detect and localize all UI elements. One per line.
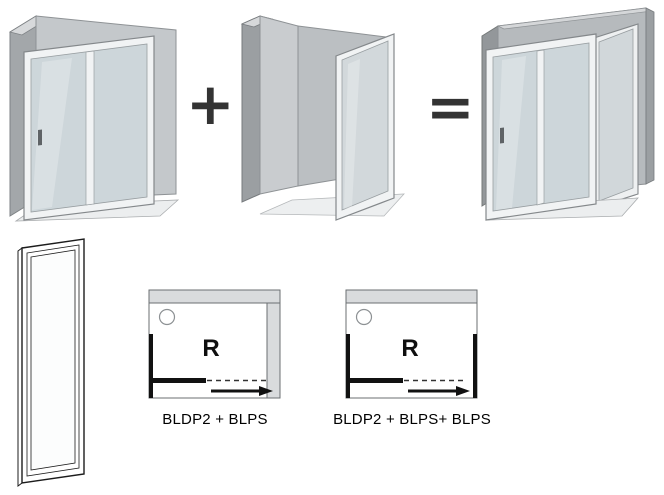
orientation-label: R [202,335,219,362]
panel-outline [17,238,85,487]
equals-icon: = [426,73,475,141]
shower-symbol-circle [355,308,373,326]
top-wall-band [345,289,478,304]
fixed-panel-line [149,334,153,398]
fixed-side-wall-3d-illustration [232,2,417,230]
fixed-panel-front-view [8,236,93,491]
slide-direction-arrow [408,386,470,396]
sliding-door-front [23,35,155,221]
corner-enclosure-3d-illustration [478,2,663,230]
sliding-door-front [485,33,597,221]
sliding-door-plan [347,378,464,383]
shower-symbol-circle [158,308,176,326]
plan-schematic-bldp2-blps: R [147,288,282,400]
plan-schematic-bldp2-blps-blps: R [344,288,479,400]
door-handle [500,127,504,144]
plus-icon: + [186,70,235,138]
sliding-door-plan [150,378,267,383]
schematic-caption: BLDP2 + BLPS+ BLPS [333,411,491,428]
top-wall-band [148,289,281,304]
schematic-caption: BLDP2 + BLPS [162,411,268,428]
door-handle [38,129,42,146]
side-glass-panel [593,23,639,209]
right-wall-band [266,289,281,399]
orientation-label: R [401,335,418,362]
sliding-door-shower-3d-illustration [2,2,187,230]
fixed-panel-line-right [473,334,477,398]
fixed-glass-panel [335,33,395,221]
slide-direction-arrow [211,386,273,396]
fixed-panel-line-left [346,334,350,398]
